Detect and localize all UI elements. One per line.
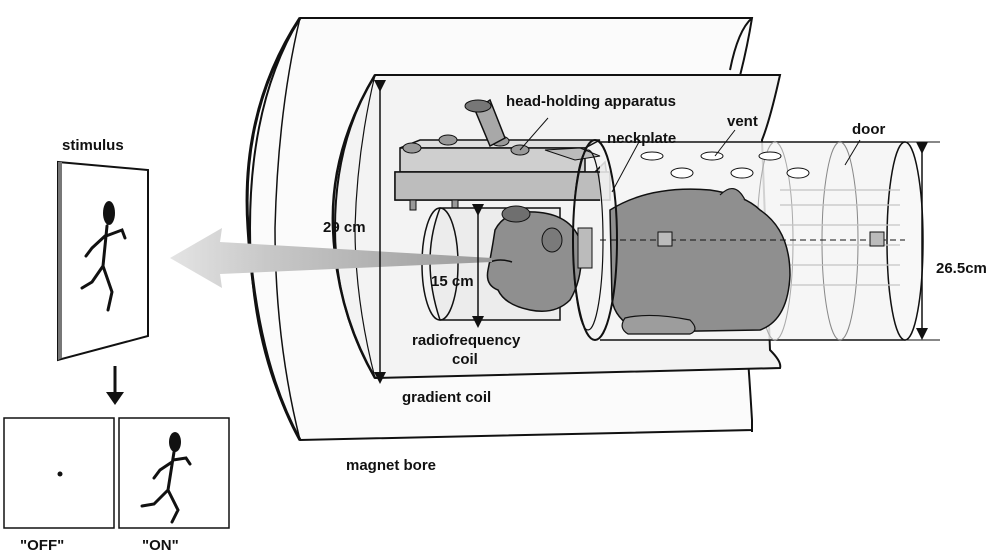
- label-gradient-coil: gradient coil: [402, 389, 491, 406]
- label-head-holding-apparatus: head-holding apparatus: [506, 93, 676, 110]
- label-stimulus: stimulus: [62, 137, 124, 154]
- vent-holes: [640, 151, 810, 179]
- arrow-down-icon: [106, 366, 124, 405]
- label-29cm: 29 cm: [323, 219, 366, 236]
- head-holding-apparatus: [394, 98, 611, 211]
- running-stick-figure-icon: [140, 432, 192, 524]
- label-15cm: 15 cm: [431, 273, 474, 290]
- monkey-icon: [486, 188, 791, 335]
- label-vent: vent: [727, 113, 758, 130]
- label-magnet-bore: magnet bore: [346, 457, 436, 474]
- running-stick-figure-icon: [80, 201, 127, 312]
- label-26-5cm: 26.5cm: [936, 260, 987, 277]
- label-radiofrequency: radiofrequency: [412, 332, 521, 349]
- fixation-dot-icon: [57, 471, 63, 477]
- tube-clips: [600, 231, 905, 247]
- neckplate: [572, 139, 618, 341]
- on-panel: [118, 417, 230, 529]
- label-neckplate: neckplate: [607, 130, 676, 147]
- leader-lines: [519, 117, 861, 193]
- dimension-26-5cm: [905, 141, 940, 341]
- label-coil: coil: [452, 351, 478, 368]
- gaze-beam: [170, 228, 492, 288]
- label-on: "ON": [142, 537, 179, 554]
- label-door: door: [852, 121, 885, 138]
- label-off: "OFF": [20, 537, 64, 554]
- off-panel: [3, 417, 115, 529]
